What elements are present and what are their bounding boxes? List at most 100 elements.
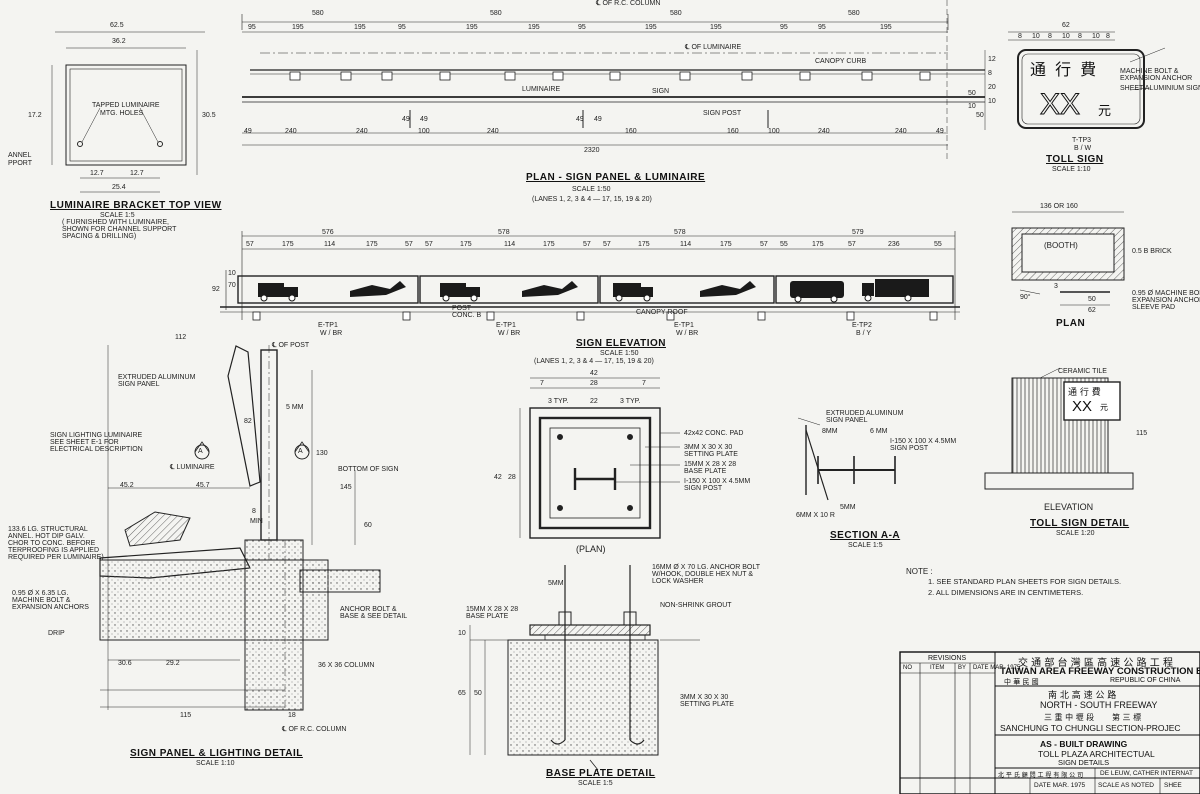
elev-dim-group: 578 [498, 229, 510, 236]
elevation-vehicles [258, 279, 929, 298]
toll-sign-anchor-label: EXPANSION ANCHOR [1120, 75, 1193, 82]
section-scale: SCALE 1:5 [848, 542, 883, 549]
detail-drip-label: DRIP [48, 630, 65, 637]
tb-date: DATE MAR. 1975 [973, 665, 1021, 671]
toll-sign-side-dim: 12 [988, 56, 996, 63]
toll-sign-dim: 10 [1092, 33, 1100, 40]
detail-structural-label: TERPROOFING IS APPLIED [8, 547, 100, 554]
toll-sign-dim: 8 [1078, 33, 1082, 40]
tb-drawing-line2: TOLL PLAZA ARCHITECTUAL [1038, 749, 1155, 759]
detail-dim: 8 [252, 508, 256, 515]
detail-cl-post-label: ℄ OF POST [272, 342, 310, 349]
detail-structural-label: ANNEL. HOT DIP GALV. [8, 533, 85, 540]
elev-dim-spacing: 57 [425, 241, 433, 248]
plan-dim-spacing: 195 [710, 24, 722, 31]
plan-dim-spacing: 195 [528, 24, 540, 31]
plan-dim-group: 580 [670, 10, 682, 17]
plan-canopy-curb-label: CANOPY CURB [815, 58, 867, 65]
plan-dim-lower: 240 [285, 128, 297, 135]
plan-dim-lower: 100 [768, 128, 780, 135]
plan-column-label: ℄ OF R.C. COLUMN [596, 0, 661, 7]
plan-dim-group: 580 [312, 10, 324, 17]
section-extruded-label: EXTRUDED ALUMINUM [826, 410, 904, 417]
tb-section-cn: 三 重 中 壢 段 [1044, 713, 1095, 722]
title-block-lines [899, 651, 1200, 794]
booth-angle: 90° [1020, 294, 1031, 301]
toll-detail-subtitle: ELEVATION [1044, 502, 1094, 512]
booth-brick-label: 0.5 B BRICK [1132, 248, 1172, 255]
plan-luminaire-cl-label: ℄ OF LUMINAIRE [685, 44, 742, 51]
plan-dim-lower: 160 [625, 128, 637, 135]
toll-detail-amount: XX [1072, 398, 1093, 415]
detail-dim: 30.6 [118, 660, 132, 667]
tb-agency-en: TAIWAN AREA FREEWAY CONSTRUCTION BU [1000, 666, 1200, 677]
booth-sleeve-label: SLEEVE PAD [1132, 304, 1176, 311]
elev-dim-spacing: 236 [888, 241, 900, 248]
baseplate-anchor-label: LOCK WASHER [652, 578, 704, 585]
baseplan-base-label: BASE PLATE [684, 468, 727, 475]
lighting-detail-view [99, 345, 381, 711]
baseplan-base-label: 15MM X 28 X 28 [684, 461, 737, 468]
baseplate-base-label: BASE PLATE [466, 613, 509, 620]
plan-title: PLAN - SIGN PANEL & LUMINAIRE [526, 172, 706, 183]
detail-dim: 18 [288, 712, 296, 719]
baseplan-title: (PLAN) [576, 544, 606, 554]
section-dim: 6MM X 10 R [796, 512, 835, 519]
bracket-tapped-label: TAPPED LUMINAIRE [92, 102, 160, 109]
baseplan-pad-label: 42x42 CONC. PAD [684, 430, 744, 437]
plan-dim-lower: 240 [818, 128, 830, 135]
bracket-note: SHOWN FOR CHANNEL SUPPORT [62, 226, 177, 233]
bracket-pport-label: PPORT [8, 160, 32, 167]
section-aa-view [797, 417, 896, 501]
base-plate-detail-view [469, 565, 700, 771]
baseplate-grout-label: NON-SHRINK GROUT [660, 602, 732, 609]
elevation-scale: SCALE 1:50 [600, 350, 639, 357]
elev-dim-spacing: 175 [812, 241, 824, 248]
detail-dim: 45.7 [196, 482, 210, 489]
elev-sign-color: W / BR [676, 330, 699, 337]
elev-dim-spacing: 114 [504, 241, 516, 248]
tb-agency-cn: 交 通 部 台 灣 區 高 速 公 路 工 程 [1018, 658, 1173, 669]
bracket-dim: 36.2 [112, 38, 126, 45]
plan-sign-label: SIGN [652, 88, 670, 95]
toll-sign-code: T-TP3 [1072, 137, 1092, 144]
booth-label: (BOOTH) [1044, 241, 1078, 250]
detail-dim: 145 [340, 484, 352, 491]
detail-cl-lum-label: ℄ LUMINAIRE [170, 464, 215, 471]
toll-sign-side-dim: 10 [988, 98, 996, 105]
bracket-scale: SCALE 1:5 [100, 212, 135, 219]
detail-dim: 29.2 [166, 660, 180, 667]
base-plate-plan-view [519, 377, 680, 539]
elevation-lanes: (LANES 1, 2, 3 & 4 — 17, 15, 19 & 20) [534, 358, 654, 365]
baseplan-dim: 42 [494, 474, 502, 481]
baseplan-setting-label: 3MM X 30 X 30 [684, 444, 733, 451]
plan-dim-spacing: 95 [780, 24, 788, 31]
plan-dim-spacing: 95 [818, 24, 826, 31]
baseplan-dim: 7 [540, 380, 544, 387]
tb-roc-en: REPUBLIC OF CHINA [1110, 677, 1181, 684]
plan-lanes: (LANES 1, 2, 3 & 4 — 17, 15, 19 & 20) [532, 196, 652, 203]
plan-dim-lower: 240 [487, 128, 499, 135]
plan-dim-lower: 49 [244, 128, 252, 135]
baseplan-ibeam-label: I-150 X 100 X 4.5MM [684, 478, 751, 485]
toll-sign-view [984, 31, 1166, 130]
detail-mbolt-label: EXPANSION ANCHORS [12, 604, 89, 611]
tb-item: ITEM [930, 665, 945, 671]
elev-sign-code: E-TP1 [496, 322, 516, 329]
baseplan-ibeam-label: SIGN POST [684, 485, 723, 492]
plan-dim-group: 580 [490, 10, 502, 17]
booth-dim: 136 OR 160 [1040, 203, 1078, 210]
tb-freeway-cn: 南 北 高 速 公 路 [1048, 691, 1117, 701]
tb-by: BY [958, 665, 967, 671]
elev-canopy-roof-label: CANOPY ROOF [636, 309, 688, 316]
baseplan-dim: 42 [590, 370, 598, 377]
toll-sign-amount: XX [1039, 88, 1081, 122]
toll-detail-scale: SCALE 1:20 [1056, 530, 1095, 537]
toll-sign-bolt-label: MACHINE BOLT & [1120, 68, 1179, 75]
detail-bottom-sign-label: BOTTOM OF SIGN [338, 466, 399, 473]
elev-dim-spacing: 57 [405, 241, 413, 248]
detail-lighting-label: SIGN LIGHTING LUMINAIRE [50, 432, 143, 439]
tb-rev-no: NO [903, 665, 912, 671]
elev-post-label: POST [452, 305, 472, 312]
